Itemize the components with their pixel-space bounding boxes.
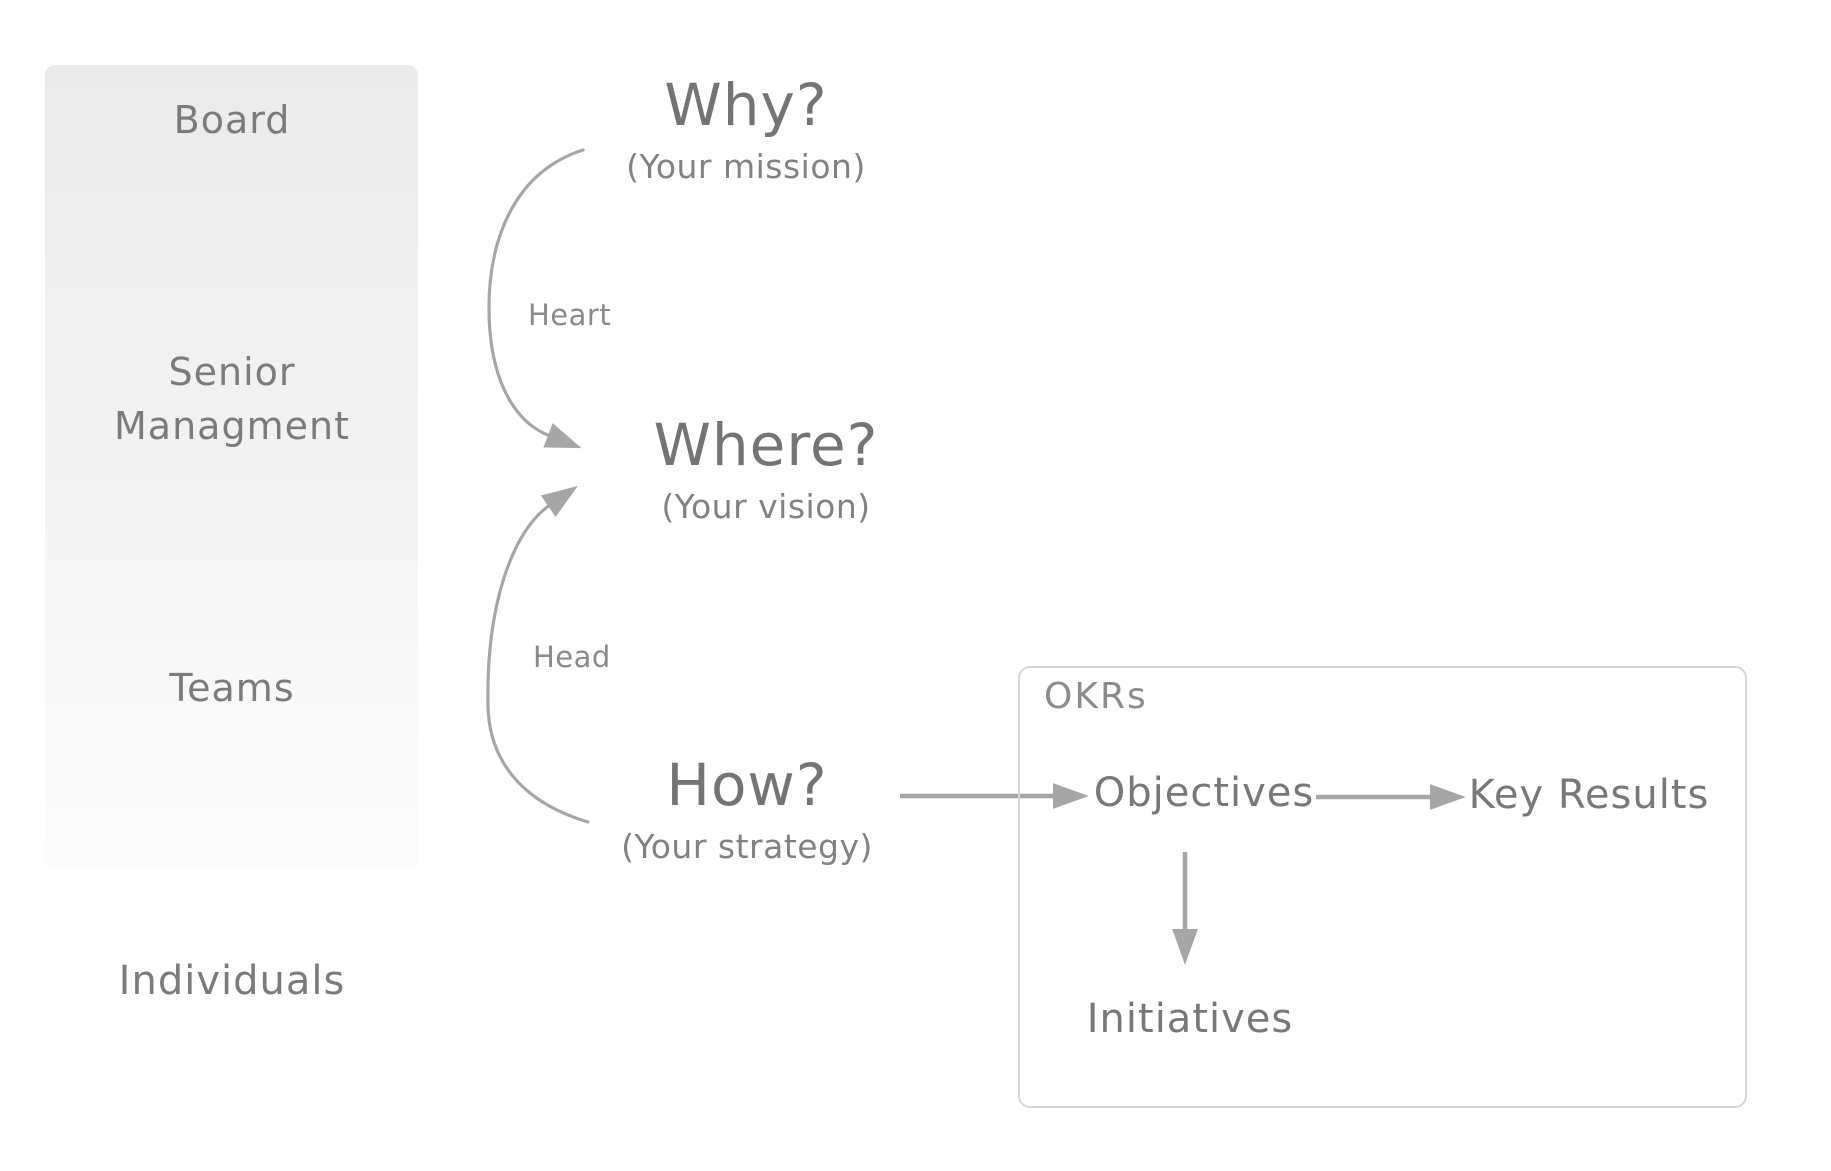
org-level-senior-management-line1: Senior — [168, 350, 296, 394]
objectives-node: Objectives — [1093, 770, 1315, 816]
how-title: How? — [666, 751, 828, 819]
org-levels-panel — [45, 65, 418, 870]
head-connector-label: Head — [533, 640, 611, 674]
where-subtitle: (Your vision) — [661, 486, 871, 526]
okr-box — [1018, 666, 1747, 1108]
initiatives-node: Initiatives — [1086, 996, 1294, 1042]
where-block: Where? (Your vision) — [654, 412, 879, 526]
why-subtitle: (Your mission) — [626, 146, 866, 186]
org-level-senior-management: Senior Managment — [114, 346, 350, 454]
why-block: Why? (Your mission) — [626, 72, 866, 186]
where-title: Where? — [653, 411, 879, 479]
how-block: How? (Your strategy) — [621, 752, 873, 866]
heart-connector-label: Heart — [528, 298, 612, 332]
org-level-individuals: Individuals — [118, 958, 346, 1004]
okr-box-label: OKRs — [1044, 676, 1148, 717]
heart-curve-arrow — [487, 148, 585, 449]
why-title: Why? — [664, 71, 828, 139]
org-level-teams: Teams — [169, 666, 295, 710]
org-level-board: Board — [173, 98, 291, 142]
key-results-node: Key Results — [1468, 772, 1710, 818]
how-subtitle: (Your strategy) — [621, 826, 873, 866]
org-level-senior-management-line2: Managment — [114, 403, 350, 448]
